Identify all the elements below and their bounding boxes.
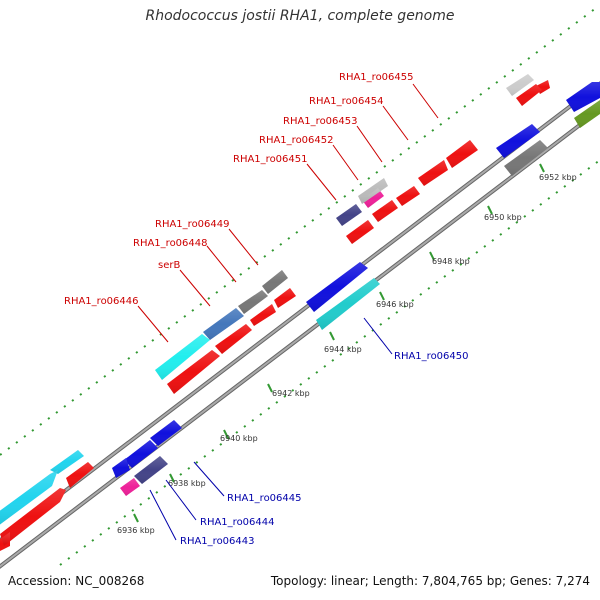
gene-label-ro06446[interactable]: RHA1_ro06446 bbox=[64, 296, 139, 307]
tick-label: 6944 kbp bbox=[324, 345, 362, 354]
gene-gloss-shape bbox=[574, 100, 600, 128]
gene-gloss-shape bbox=[316, 278, 380, 330]
gene-label-ro06445[interactable]: RHA1_ro06445 bbox=[227, 493, 302, 504]
gene-gloss-shape bbox=[396, 186, 420, 206]
forward-leaders bbox=[137, 83, 439, 343]
gene-label-ro06450[interactable]: RHA1_ro06450 bbox=[394, 351, 469, 362]
gene-gloss-shape bbox=[566, 82, 600, 112]
genome-summary-text: Topology: linear; Length: 7,804,765 bp; … bbox=[270, 574, 590, 588]
scale-ticks bbox=[133, 163, 545, 523]
gene-label-ro06454[interactable]: RHA1_ro06454 bbox=[309, 96, 384, 107]
accession-text: Accession: NC_008268 bbox=[8, 574, 145, 588]
gene-gloss-shape bbox=[506, 74, 534, 96]
tick-label: 6942 kbp bbox=[272, 389, 310, 398]
gene-label-ro06444[interactable]: RHA1_ro06444 bbox=[200, 517, 275, 528]
gene-gloss-shape bbox=[362, 188, 384, 208]
gene-gloss-shape bbox=[446, 140, 478, 168]
gene-gloss-shape bbox=[167, 350, 220, 394]
gene-gloss-shape bbox=[504, 140, 548, 176]
gene-gloss-shape bbox=[262, 270, 288, 294]
tick-label: 6950 kbp bbox=[484, 213, 522, 222]
gene-gloss-shape bbox=[0, 470, 58, 525]
gene-gloss-shape bbox=[250, 304, 276, 326]
gene-gloss-shape bbox=[274, 288, 296, 308]
tick-label: 6940 kbp bbox=[220, 434, 258, 443]
gene-gloss-shape bbox=[203, 308, 244, 340]
gene-gloss-shape bbox=[238, 290, 268, 314]
gene-label-ro06453[interactable]: RHA1_ro06453 bbox=[283, 116, 358, 127]
gene-label-ro06449[interactable]: RHA1_ro06449 bbox=[155, 219, 230, 230]
gene-label-serB[interactable]: serB bbox=[158, 260, 180, 271]
gene-gloss-shape bbox=[112, 458, 130, 478]
tick-label: 6952 kbp bbox=[539, 173, 577, 182]
gene-gloss-shape bbox=[120, 478, 140, 496]
tick-label: 6938 kbp bbox=[168, 479, 206, 488]
gene-label-ro06443[interactable]: RHA1_ro06443 bbox=[180, 536, 255, 547]
tick-label: 6948 kbp bbox=[432, 257, 470, 266]
scale-labels: 6936 kbp 6938 kbp 6940 kbp 6942 kbp 6944… bbox=[117, 173, 577, 535]
gene-gloss-shape bbox=[418, 160, 448, 186]
gene-gloss-shape bbox=[372, 200, 398, 222]
gene-gloss-shape bbox=[0, 532, 10, 551]
gene-gloss-shape bbox=[124, 440, 158, 468]
forward-labels: RHA1_ro06455 RHA1_ro06454 RHA1_ro06453 R… bbox=[64, 72, 414, 307]
gene-label-ro06455[interactable]: RHA1_ro06455 bbox=[339, 72, 414, 83]
gene-gloss bbox=[0, 74, 600, 551]
tick-label: 6946 kbp bbox=[376, 300, 414, 309]
gene-gloss-shape bbox=[150, 420, 182, 446]
reverse-leaders bbox=[149, 317, 393, 541]
gene-gloss-shape bbox=[536, 80, 550, 94]
gene-gloss-shape bbox=[346, 220, 374, 244]
gene-gloss-shape bbox=[134, 456, 168, 484]
gene-gloss-shape bbox=[516, 84, 542, 106]
gene-gloss-shape bbox=[306, 262, 368, 312]
gene-gloss-shape bbox=[0, 488, 66, 546]
gene-label-ro06448[interactable]: RHA1_ro06448 bbox=[133, 238, 208, 249]
gene-gloss-shape bbox=[50, 450, 84, 474]
gene-gloss-shape bbox=[358, 178, 388, 204]
gene-gloss-shape bbox=[336, 204, 362, 226]
gene-label-ro06451[interactable]: RHA1_ro06451 bbox=[233, 154, 308, 165]
gene-gloss-shape bbox=[155, 334, 210, 380]
gene-gloss-shape bbox=[496, 124, 540, 158]
gene-gloss-shape bbox=[66, 462, 94, 488]
gene-gloss-shape bbox=[215, 324, 252, 354]
tick-label: 6936 kbp bbox=[117, 526, 155, 535]
genome-title: Rhodococcus jostii RHA1, complete genome bbox=[145, 8, 455, 24]
gene-label-ro06452[interactable]: RHA1_ro06452 bbox=[259, 135, 334, 146]
reverse-labels: RHA1_ro06450 RHA1_ro06445 RHA1_ro06444 R… bbox=[180, 351, 469, 547]
